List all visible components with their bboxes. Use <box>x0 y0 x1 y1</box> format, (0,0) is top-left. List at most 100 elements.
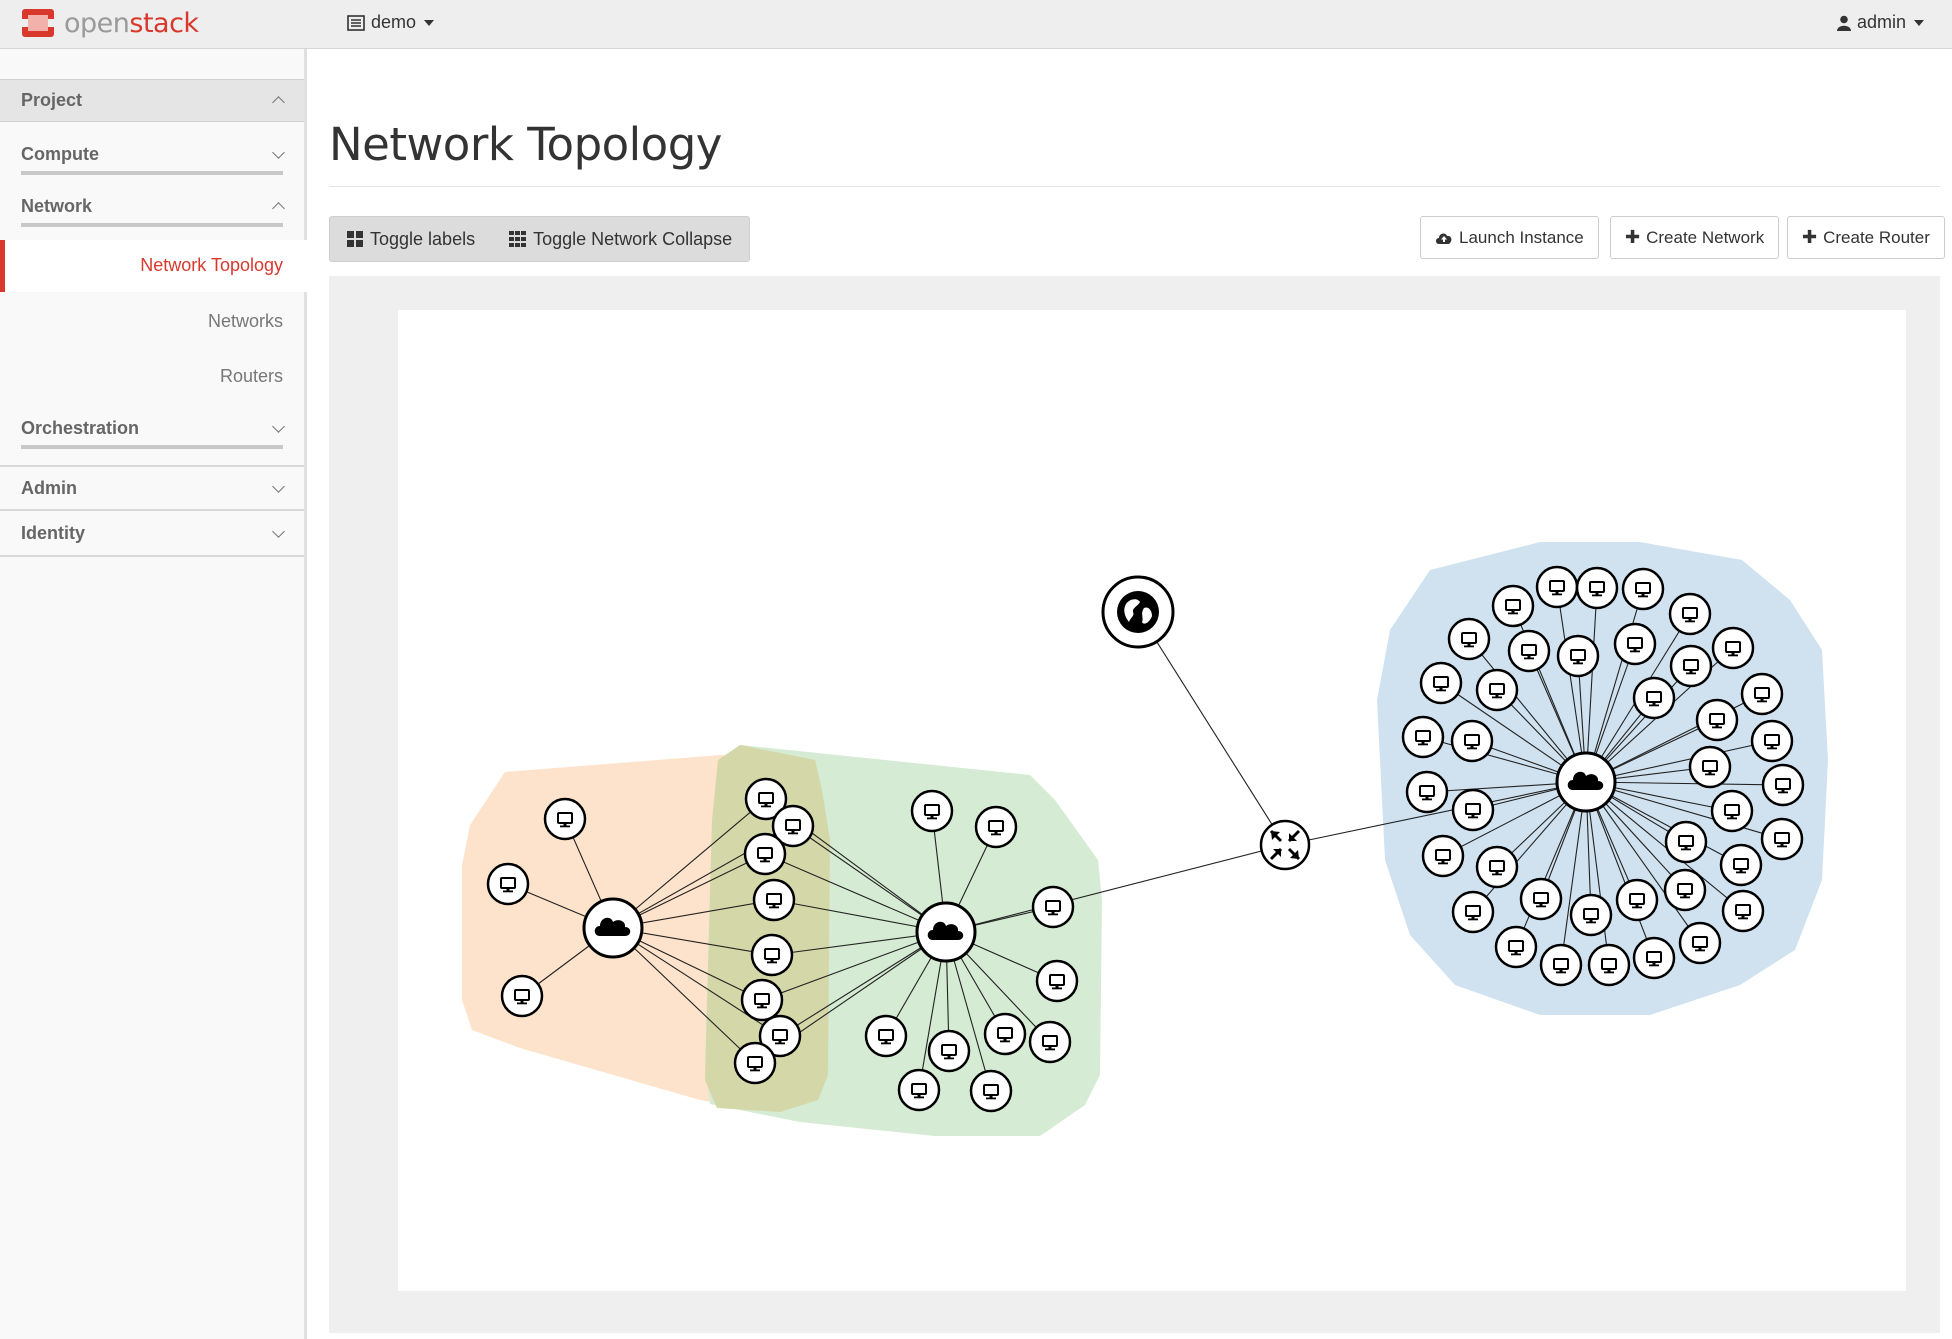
instance-node[interactable] <box>1405 770 1449 814</box>
instance-node[interactable] <box>1760 817 1804 861</box>
instance-node[interactable] <box>1587 943 1631 987</box>
instance-node[interactable] <box>910 789 954 833</box>
instance-node[interactable] <box>1740 672 1784 716</box>
sidebar-panel-network[interactable]: Network <box>0 185 304 227</box>
instance-node[interactable] <box>897 1068 941 1112</box>
instance-node[interactable] <box>1668 592 1712 636</box>
sidebar-item-networks[interactable]: Networks <box>207 311 283 331</box>
instance-node[interactable] <box>486 862 530 906</box>
instance-node[interactable] <box>1575 566 1619 610</box>
instance-node[interactable] <box>750 933 794 977</box>
network-node[interactable] <box>915 901 977 963</box>
instance-node[interactable] <box>1615 878 1659 922</box>
instance-node[interactable] <box>1028 1020 1072 1064</box>
instance-node[interactable] <box>1451 788 1495 832</box>
plus-icon: ✚ <box>1625 227 1641 247</box>
instance-node[interactable] <box>1419 661 1463 705</box>
instance-node[interactable] <box>752 878 796 922</box>
instance-node[interactable] <box>543 797 587 841</box>
sidebar-section-label: Identity <box>21 522 86 543</box>
instance-node[interactable] <box>1750 719 1794 763</box>
instance-node[interactable] <box>771 804 815 848</box>
instance-node[interactable] <box>1421 834 1465 878</box>
instance-node[interactable] <box>1695 698 1739 742</box>
sidebar-item-network-topology[interactable]: Network Topology <box>0 240 307 292</box>
instance-node[interactable] <box>758 1014 802 1058</box>
openstack-logo[interactable]: openstack <box>20 4 199 42</box>
sidebar-section-admin[interactable]: Admin <box>0 465 304 511</box>
th-large-icon <box>347 231 363 247</box>
sidebar-panel-compute[interactable]: Compute <box>0 133 304 175</box>
instance-node[interactable] <box>740 978 784 1022</box>
instance-node[interactable] <box>1451 890 1495 934</box>
project-picker[interactable]: demo <box>347 12 435 33</box>
network-node[interactable] <box>582 897 644 959</box>
instance-node[interactable] <box>744 777 788 821</box>
instance-node[interactable] <box>1688 745 1732 789</box>
instance-node[interactable] <box>1632 936 1676 980</box>
instance-node[interactable] <box>1494 925 1538 969</box>
instance-node[interactable] <box>927 1029 971 1073</box>
instance-node[interactable] <box>983 1012 1027 1056</box>
link-line <box>1585 781 1744 912</box>
instance-node[interactable] <box>1539 943 1583 987</box>
instance-node[interactable] <box>1710 789 1754 833</box>
instance-node[interactable] <box>1447 617 1491 661</box>
instance-node[interactable] <box>1613 622 1657 666</box>
instance-node[interactable] <box>743 832 787 876</box>
link-line <box>764 853 947 933</box>
list-icon <box>347 14 365 31</box>
instance-node[interactable] <box>1035 959 1079 1003</box>
sidebar-section-project[interactable]: Project <box>0 79 304 122</box>
instance-node[interactable] <box>1719 843 1763 887</box>
instance-node[interactable] <box>500 974 544 1018</box>
instance-node[interactable] <box>864 1014 908 1058</box>
link-line <box>1137 611 1286 846</box>
link-line <box>1585 781 1610 966</box>
instance-node[interactable] <box>1678 921 1722 965</box>
create-network-button[interactable]: ✚ Create Network <box>1610 216 1780 259</box>
instance-node[interactable] <box>1663 868 1707 912</box>
toggle-network-collapse-button[interactable]: Toggle Network Collapse <box>492 217 749 261</box>
button-label: Toggle labels <box>370 228 476 249</box>
create-router-button[interactable]: ✚ Create Router <box>1787 216 1945 259</box>
instance-node[interactable] <box>1450 719 1494 763</box>
user-menu[interactable]: admin <box>1836 12 1924 33</box>
instance-node[interactable] <box>1664 820 1708 864</box>
instance-node[interactable] <box>1632 676 1676 720</box>
network-node[interactable] <box>1555 751 1617 813</box>
link-line <box>612 798 767 929</box>
instance-node[interactable] <box>1669 644 1713 688</box>
sidebar-item-routers[interactable]: Routers <box>219 366 283 386</box>
th-icon <box>509 231 527 247</box>
instance-node[interactable] <box>1519 877 1563 921</box>
router-node[interactable] <box>1259 819 1311 871</box>
external-network-node[interactable] <box>1101 575 1175 649</box>
toggle-button-group: Toggle labels Toggle Network Collapse <box>329 216 751 262</box>
instance-node[interactable] <box>1491 584 1535 628</box>
sidebar-panel-orchestration[interactable]: Orchestration <box>0 407 304 449</box>
instance-node[interactable] <box>1721 889 1765 933</box>
instance-node[interactable] <box>1711 626 1755 670</box>
instance-node[interactable] <box>1475 668 1519 712</box>
instance-node[interactable] <box>1621 567 1665 611</box>
instance-node[interactable] <box>1031 885 1075 929</box>
instance-node[interactable] <box>1761 763 1805 807</box>
instance-node[interactable] <box>974 805 1018 849</box>
toggle-labels-button[interactable]: Toggle labels <box>330 217 492 261</box>
instance-node[interactable] <box>1475 845 1519 889</box>
instance-node[interactable] <box>1556 634 1600 678</box>
instance-node[interactable] <box>733 1041 777 1085</box>
caret-down-icon <box>1914 19 1924 26</box>
instance-node[interactable] <box>1507 629 1551 673</box>
divider <box>21 171 283 175</box>
instance-node[interactable] <box>1569 893 1613 937</box>
sidebar-item-label: Network Topology <box>140 255 283 275</box>
instance-node[interactable] <box>1535 565 1579 609</box>
instance-node[interactable] <box>969 1069 1013 1113</box>
sidebar-section-identity[interactable]: Identity <box>0 511 304 557</box>
launch-instance-button[interactable]: Launch Instance <box>1420 216 1599 259</box>
instance-node[interactable] <box>1401 715 1445 759</box>
divider <box>329 186 1940 187</box>
